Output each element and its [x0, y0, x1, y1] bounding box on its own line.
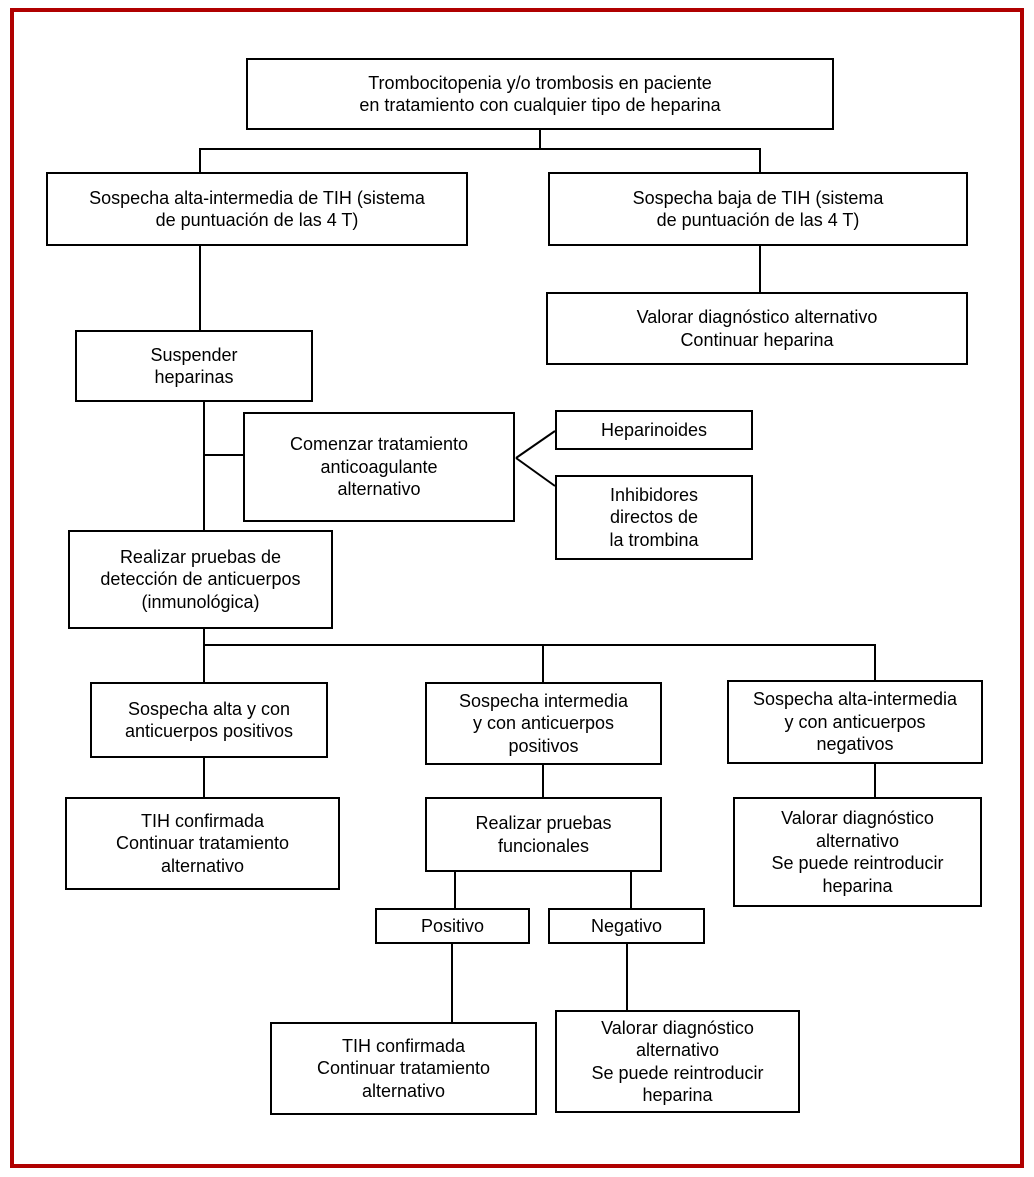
node-tih-confirmed-left: TIH confirmada Continuar tratamiento alt… [65, 797, 340, 890]
node-positive: Positivo [375, 908, 530, 944]
node-alt-dx-reintroduce-bottom: Valorar diagnóstico alternativo Se puede… [555, 1010, 800, 1113]
node-root: Trombocitopenia y/o trombosis en pacient… [246, 58, 834, 130]
node-direct-thrombin-inhibitors: Inhibidores directos de la trombina [555, 475, 753, 560]
node-alt-dx-reintroduce-right: Valorar diagnóstico alternativo Se puede… [733, 797, 982, 907]
node-alt-dx-continue-heparin: Valorar diagnóstico alternativo Continua… [546, 292, 968, 365]
node-heparinoids: Heparinoides [555, 410, 753, 450]
node-antibody-detection-tests: Realizar pruebas de detección de anticue… [68, 530, 333, 629]
node-suspect-high-intermediate: Sospecha alta-intermedia de TIH (sistema… [46, 172, 468, 246]
connector [515, 457, 556, 487]
node-start-alt-anticoagulant: Comenzar tratamiento anticoagulante alte… [243, 412, 515, 522]
node-suspect-low: Sospecha baja de TIH (sistema de puntuac… [548, 172, 968, 246]
node-high-suspicion-pos-antibodies: Sospecha alta y con anticuerpos positivo… [90, 682, 328, 758]
connector [515, 430, 556, 459]
node-high-intermediate-suspicion-neg-antibodies: Sospecha alta-intermedia y con anticuerp… [727, 680, 983, 764]
node-stop-heparins: Suspender heparinas [75, 330, 313, 402]
node-intermediate-suspicion-pos-antibodies: Sospecha intermedia y con anticuerpos po… [425, 682, 662, 765]
node-functional-tests: Realizar pruebas funcionales [425, 797, 662, 872]
node-tih-confirmed-bottom: TIH confirmada Continuar tratamiento alt… [270, 1022, 537, 1115]
node-negative: Negativo [548, 908, 705, 944]
